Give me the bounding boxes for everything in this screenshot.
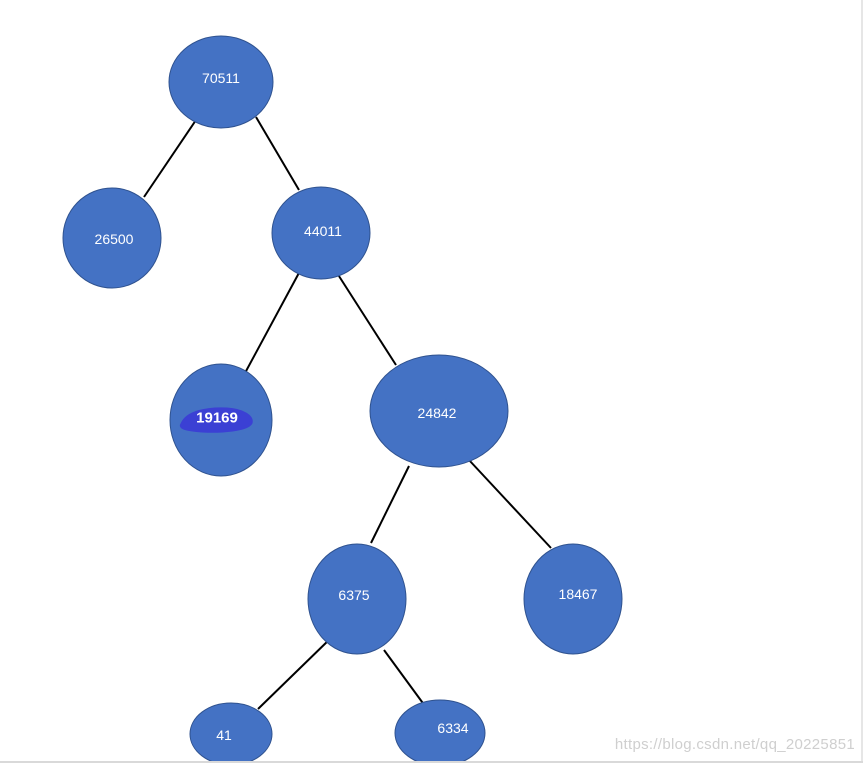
node-ellipse bbox=[307, 543, 407, 655]
node-ellipse bbox=[168, 35, 274, 129]
node-ellipse bbox=[523, 543, 623, 655]
tree-node-44011: 44011 bbox=[271, 186, 371, 280]
edges-group bbox=[143, 116, 552, 710]
node-label: 18467 bbox=[559, 586, 598, 602]
edge-24842-6375 bbox=[370, 465, 410, 544]
edge-44011-19169 bbox=[244, 270, 301, 374]
tree-node-18467: 18467 bbox=[523, 543, 623, 655]
node-ellipse bbox=[271, 186, 371, 280]
node-label: 6375 bbox=[338, 587, 369, 603]
tree-node-6334: 6334 bbox=[394, 699, 486, 763]
right-border bbox=[861, 0, 863, 763]
highlight-scribble bbox=[179, 407, 253, 433]
tree-node-19169: 19169 bbox=[169, 363, 273, 477]
nodes-group: 70511 26500 44011 19169 24842 6375 18467 41 6334 bbox=[62, 35, 623, 763]
edge-70511-44011 bbox=[255, 116, 300, 191]
tree-node-24842: 24842 bbox=[369, 354, 509, 468]
node-ellipse bbox=[369, 354, 509, 468]
node-ellipse bbox=[62, 187, 162, 289]
node-label: 41 bbox=[216, 727, 232, 743]
edge-44011-24842 bbox=[336, 272, 397, 366]
node-ellipse bbox=[394, 699, 486, 763]
edge-70511-26500 bbox=[143, 119, 197, 198]
edge-6375-6334 bbox=[383, 649, 426, 707]
bottom-border bbox=[0, 761, 863, 763]
node-label: 6334 bbox=[437, 720, 468, 736]
node-label: 19169 bbox=[196, 410, 238, 427]
edge-24842-18467 bbox=[468, 459, 552, 549]
tree-node-6375: 6375 bbox=[307, 543, 407, 655]
node-label: 70511 bbox=[202, 70, 240, 86]
node-label: 26500 bbox=[95, 231, 134, 247]
edge-6375-41 bbox=[257, 635, 334, 710]
tree-node-26500: 26500 bbox=[62, 187, 162, 289]
node-label: 24842 bbox=[418, 405, 457, 421]
node-ellipse bbox=[189, 702, 273, 763]
watermark-text: https://blog.csdn.net/qq_20225851 bbox=[614, 736, 855, 753]
tree-node-70511: 70511 bbox=[168, 35, 274, 129]
node-label: 44011 bbox=[304, 223, 342, 239]
tree-node-41: 41 bbox=[189, 702, 273, 763]
